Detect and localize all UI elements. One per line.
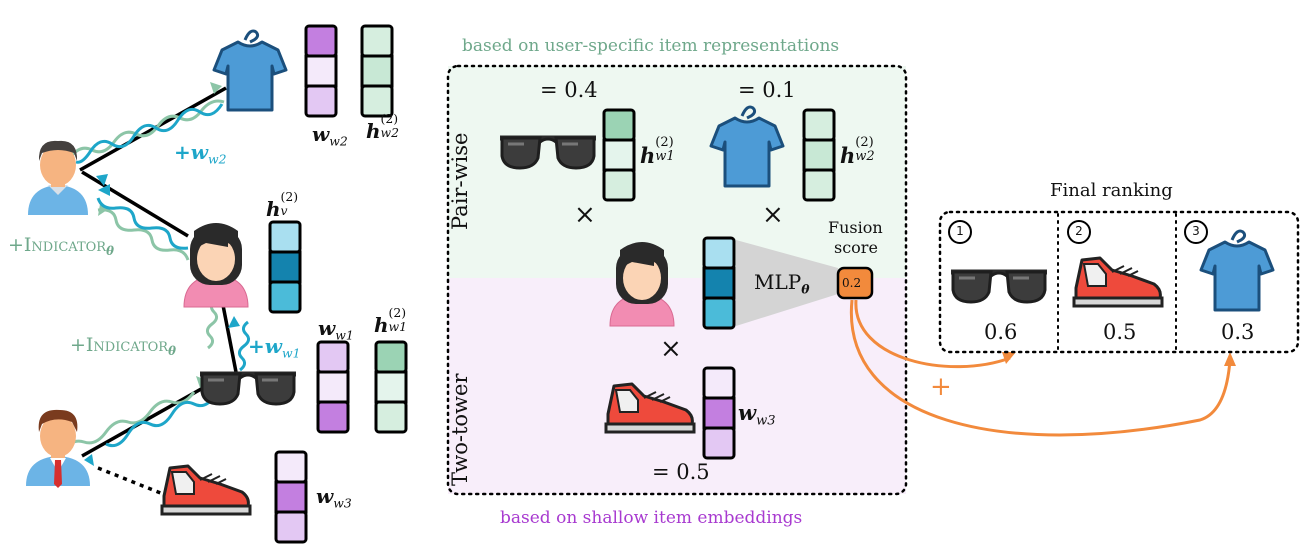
edge-user1-shirt [79,86,227,172]
rank-1-number: 1 [956,224,964,238]
user-1-avatar [28,140,88,215]
center-panel-border [446,64,908,496]
label-indicator-2: +Indicatorθ [70,334,176,359]
mlp-label: MLPθ [754,270,810,297]
fusion-label-1: Fusion [828,218,883,237]
rank-3-circle [1184,220,1208,244]
rank-2-number: 2 [1075,224,1083,238]
final-ranking-title: Final ranking [1050,180,1173,201]
edge-user2-sunglasses [81,382,211,458]
fusion-value: 0.2 [842,276,862,290]
top-caption: based on user-specific item representati… [462,36,840,56]
panel-bar-w-w3 [702,366,736,460]
graph-edges [79,86,238,498]
label-h-w2: h(2)w2 [366,111,400,143]
bottom-caption: based on shallow item embeddings [500,508,803,528]
bar-w-w3 [274,450,308,544]
bar-h-w2 [360,24,394,118]
rank-1-sunglasses-icon [951,272,1047,302]
edge-woman-sunglasses [220,299,238,373]
times-3: × [660,334,682,364]
cyan-arrowheads [84,174,240,466]
sneaker-icon [160,464,252,516]
score-sunglasses: = 0.4 [540,78,598,102]
rank-2-circle [1067,220,1091,244]
rank-3-score: 0.3 [1221,320,1255,344]
times-2: × [762,200,784,230]
orange-arrow-to-rank2 [854,299,1011,369]
label-plus-w-w2: +ww2 [174,140,227,167]
label-plus-w-w1: +ww1 [248,334,301,361]
wave-sunglasses-user2-cyan [105,393,218,448]
label-h-v: h(2)v [266,189,299,221]
rank-1-score: 0.6 [984,320,1018,344]
panel-bar-h-v [702,236,736,330]
panel-bar-h-w1 [602,108,636,202]
edge-user1-woman [81,170,189,238]
wave-woman-user1-green [97,208,190,261]
embedding-bars-left [268,24,408,544]
user-2-avatar [26,409,90,488]
rank-2-score: 0.5 [1103,320,1137,344]
fusion-label-2: score [834,238,878,257]
rank-3-number: 3 [1192,224,1200,238]
times-1: × [574,200,596,230]
twotower-label: Two-tower [448,373,472,487]
label-h-w1: h(2)w1 [374,305,408,337]
wave-user2-sunglasses-green [60,391,196,453]
panel-label-w-w3: ww3 [738,400,776,429]
bar-h-v [268,220,302,314]
t-shirt-icon [212,29,288,112]
wave-sunglasses-woman-cyan [237,320,251,372]
rank-1-circle [948,220,972,244]
rank-2-sneaker-icon [1072,256,1164,308]
wave-woman-user1-cyan [96,197,189,250]
twotower-region [448,278,906,494]
orange-arrowheads [1002,352,1236,366]
cyan-wave-arrows [75,103,251,448]
pairwise-label: Pair-wise [448,132,472,230]
mlp-funnel [736,240,838,326]
orange-arrow-to-rank3 [849,299,1232,437]
label-w-w2: ww2 [312,122,348,149]
wave-woman-sunglasses-green [205,298,219,350]
score-shoe: = 0.5 [652,460,710,484]
fusion-score-box [836,266,874,300]
panel-label-h-w1: h(2)w1 [640,134,675,168]
sunglasses-icon [200,374,296,404]
bar-h-w1 [374,340,408,434]
bar-w-w1 [316,340,350,434]
panel-bar-h-w2 [802,108,836,202]
label-w-w1: ww1 [318,316,354,343]
orange-arrows [849,299,1232,437]
orange-plus: + [930,372,952,402]
rank-3-t-shirt-icon [1199,229,1275,312]
label-indicator-1: +Indicatorθ [8,234,114,259]
panel-label-h-w2: h(2)w2 [840,134,875,168]
bar-w-w2 [304,24,338,118]
score-shirt: = 0.1 [738,78,796,102]
label-w-w3: ww3 [316,484,352,511]
embedding-bars-panel [602,108,836,460]
wave-shirt-user1-cyan [75,103,224,164]
edge-user2-sneaker [97,466,169,498]
user-woman-avatar [183,222,249,308]
final-ranking-border [938,210,1300,354]
